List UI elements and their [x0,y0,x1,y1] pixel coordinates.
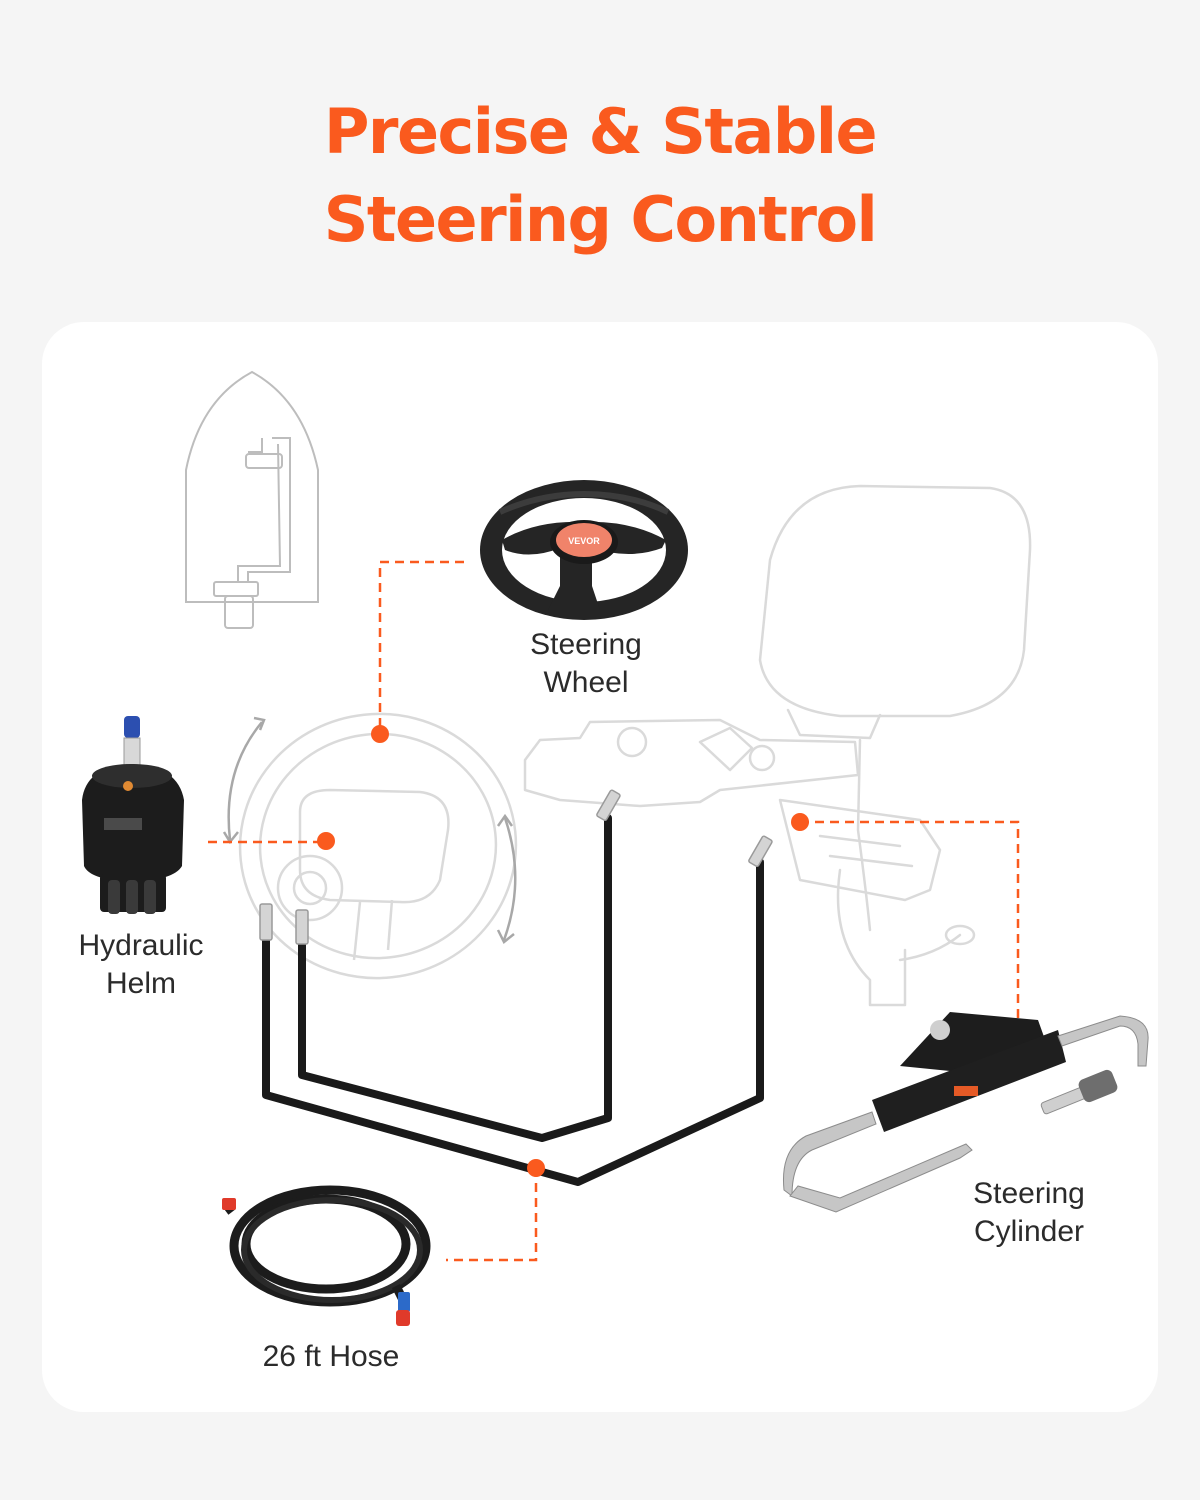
callout-leader-lines [208,560,1020,1262]
boat-outline-icon [185,370,319,629]
steering-wheel-brand-logo: VEVOR [568,536,600,546]
outboard-motor-outline [523,484,1032,1007]
hose-fitting-ends [222,1198,410,1326]
steering-wheel-illustration-outline [238,712,518,980]
title-line-1: Precise & Stable [323,95,878,168]
hydraulic-hose-lines [262,814,764,1186]
title-line-2: Steering Control [323,183,878,256]
hydraulic-helm-label: Hydraulic Helm [78,929,204,1000]
hose-label: 26 ft Hose [262,1340,400,1373]
rotation-arrow-icons [222,716,517,944]
hose-fittings [259,789,773,945]
steering-cylinder-label: Steering Cylinder [973,1177,1085,1248]
hydraulic-helm-product [82,716,184,914]
steering-wheel-product: VEVOR [480,480,688,620]
steering-wheel-label: Steering Wheel [530,628,642,699]
callout-markers [317,725,809,1177]
page-title: Precise & Stable Steering Control [0,88,1200,264]
steering-cylinder-product [782,1012,1149,1213]
hose-coil-product [222,1185,431,1307]
